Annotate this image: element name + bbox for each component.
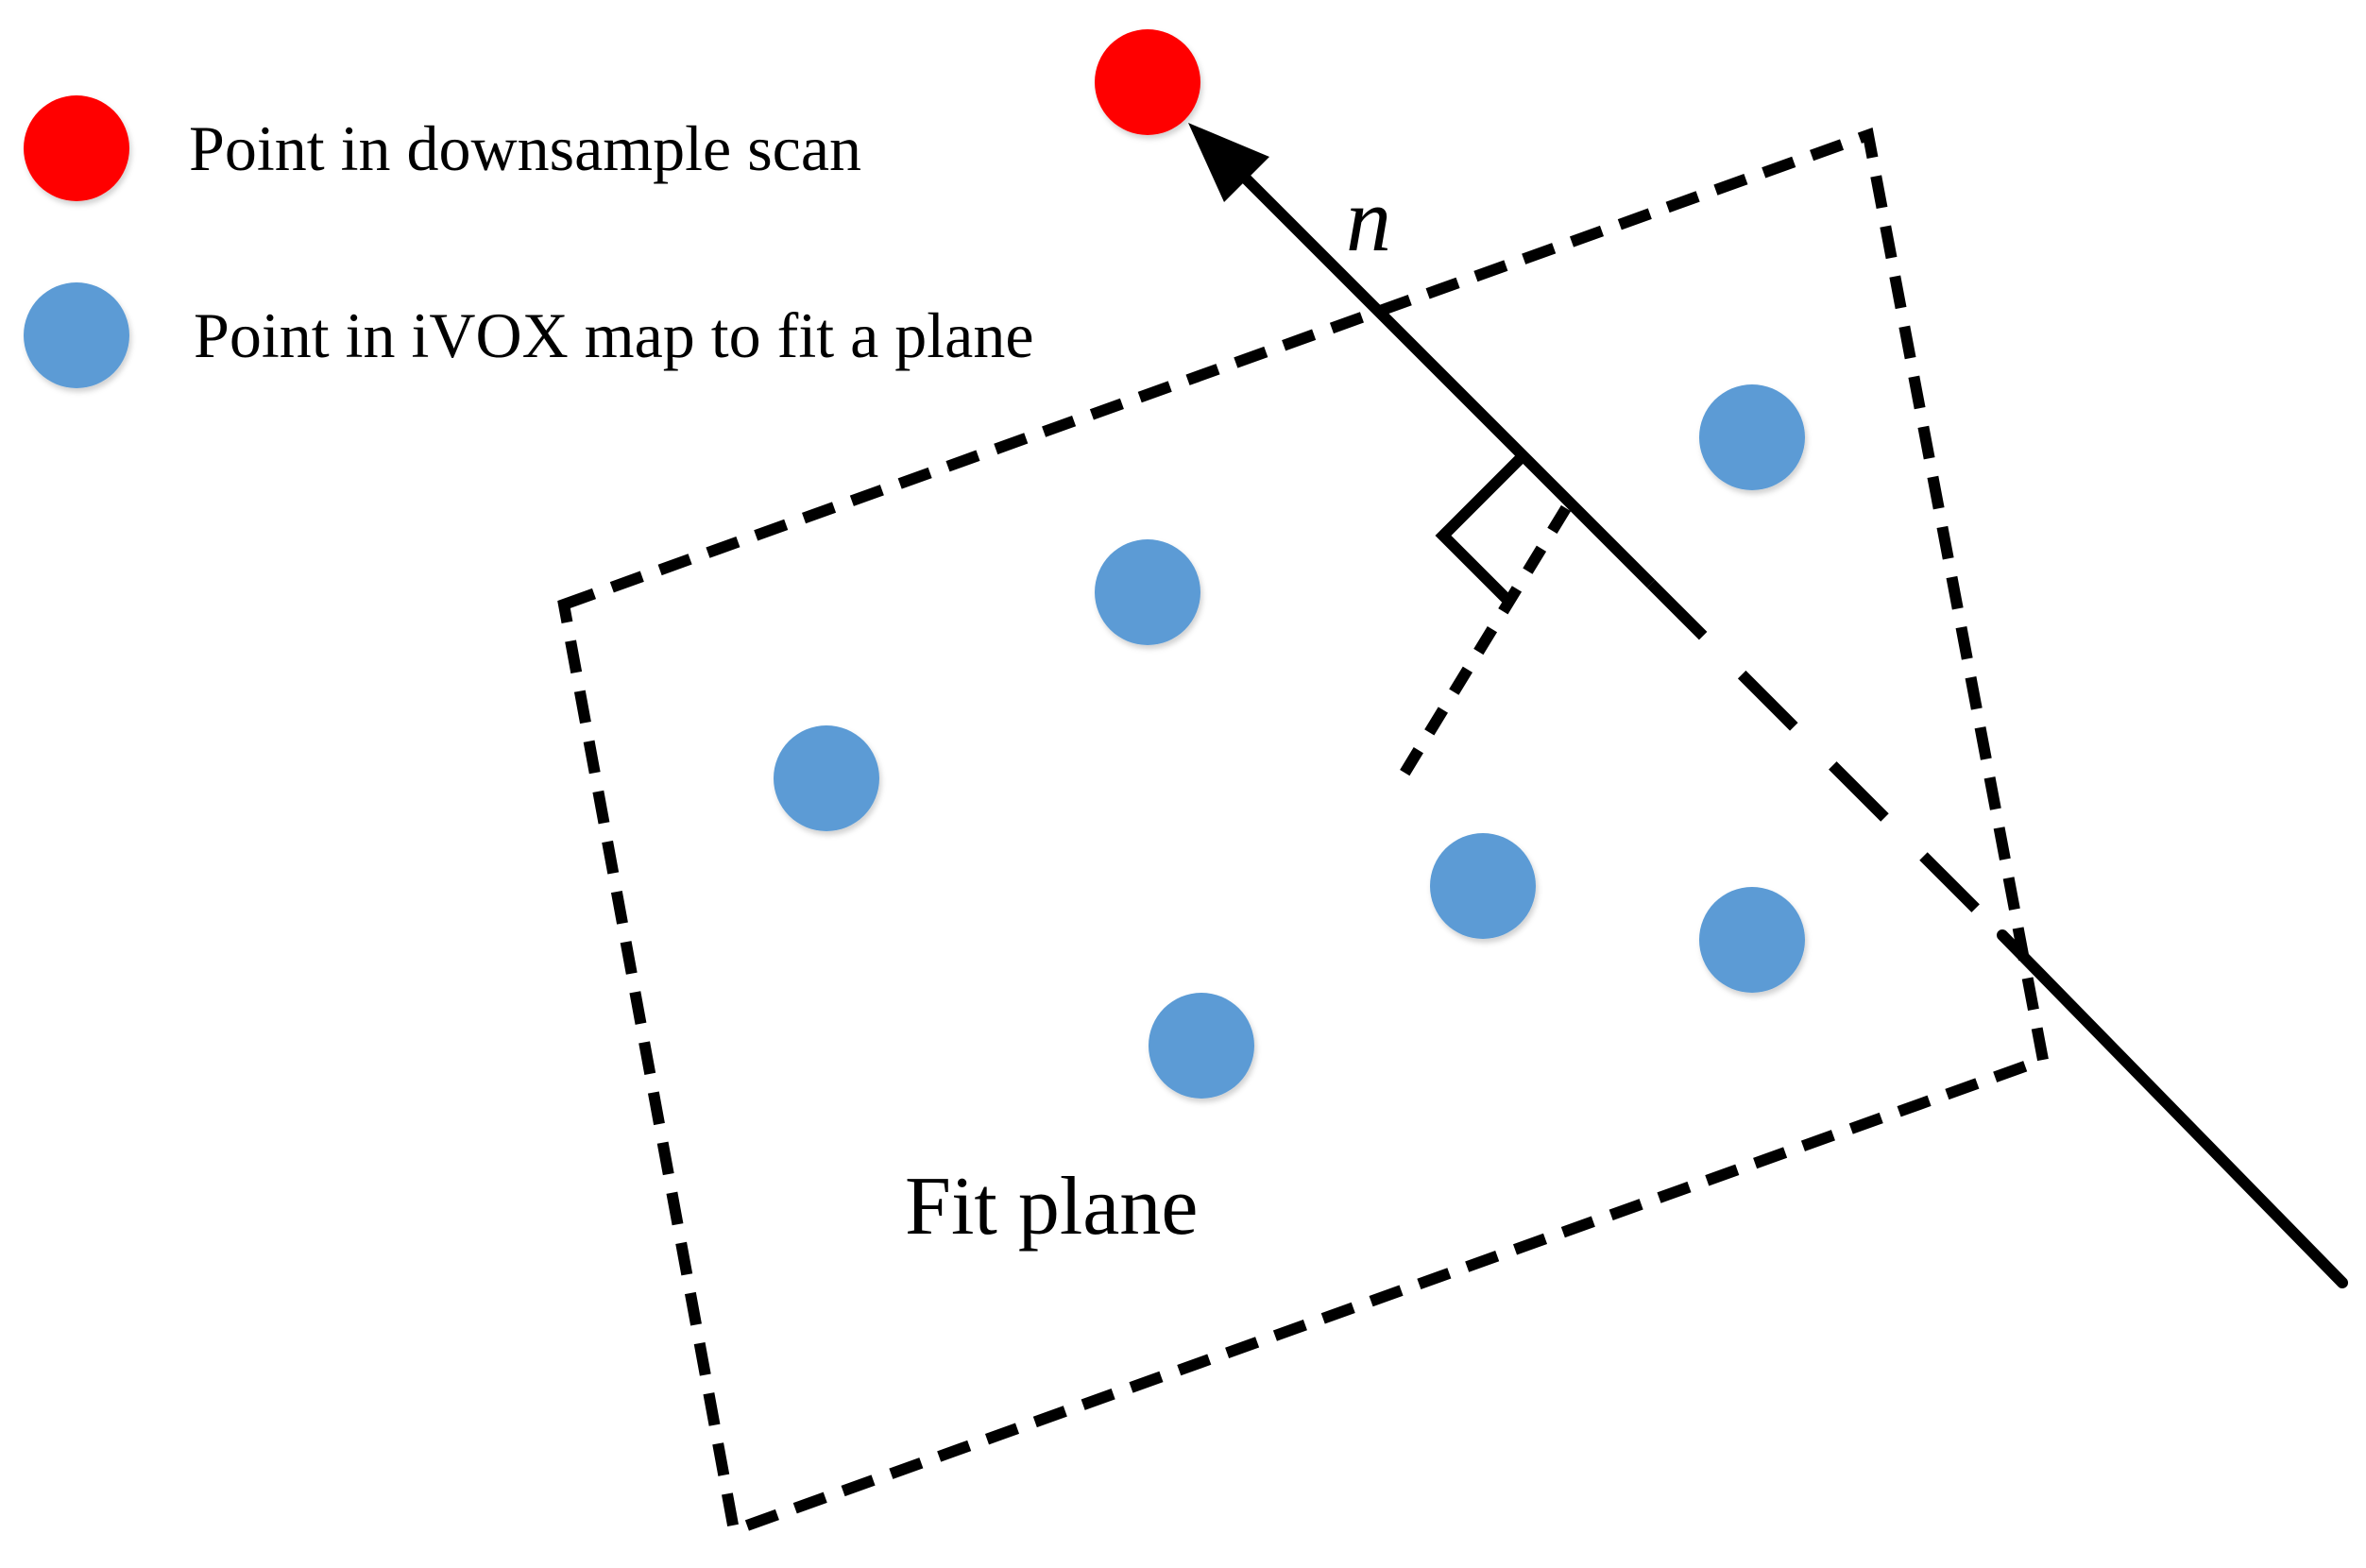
normal-label: n [1346, 169, 1391, 270]
normal-line-lower [1997, 929, 2348, 1288]
legend-scan-point-marker [24, 95, 129, 201]
map-point [774, 725, 879, 831]
map-point [1699, 384, 1805, 490]
legend-scan-point-label: Point in downsample scan [189, 112, 861, 184]
map-point [1149, 993, 1254, 1099]
normal-line-solid [1231, 163, 1656, 588]
normal-arrowhead [1188, 123, 1269, 202]
right-angle-marker [1435, 454, 1524, 609]
legend-map-point-label: Point in iVOX map to fit a plane [194, 299, 1034, 371]
scan-point [1095, 29, 1200, 135]
map-point [1430, 833, 1536, 939]
map-point [1699, 887, 1805, 993]
map-point [1095, 539, 1200, 645]
map-points [774, 384, 1805, 1099]
projection-line [1392, 504, 1572, 788]
legend-map-point-marker [24, 282, 129, 388]
legend: Point in downsample scan Point in iVOX m… [24, 95, 1034, 388]
normal-vector: n [1188, 123, 2348, 1288]
normal-line-hidden [1646, 579, 2007, 940]
fit-plane-outline [557, 127, 2050, 1539]
fit-plane-label: Fit plane [905, 1161, 1198, 1253]
